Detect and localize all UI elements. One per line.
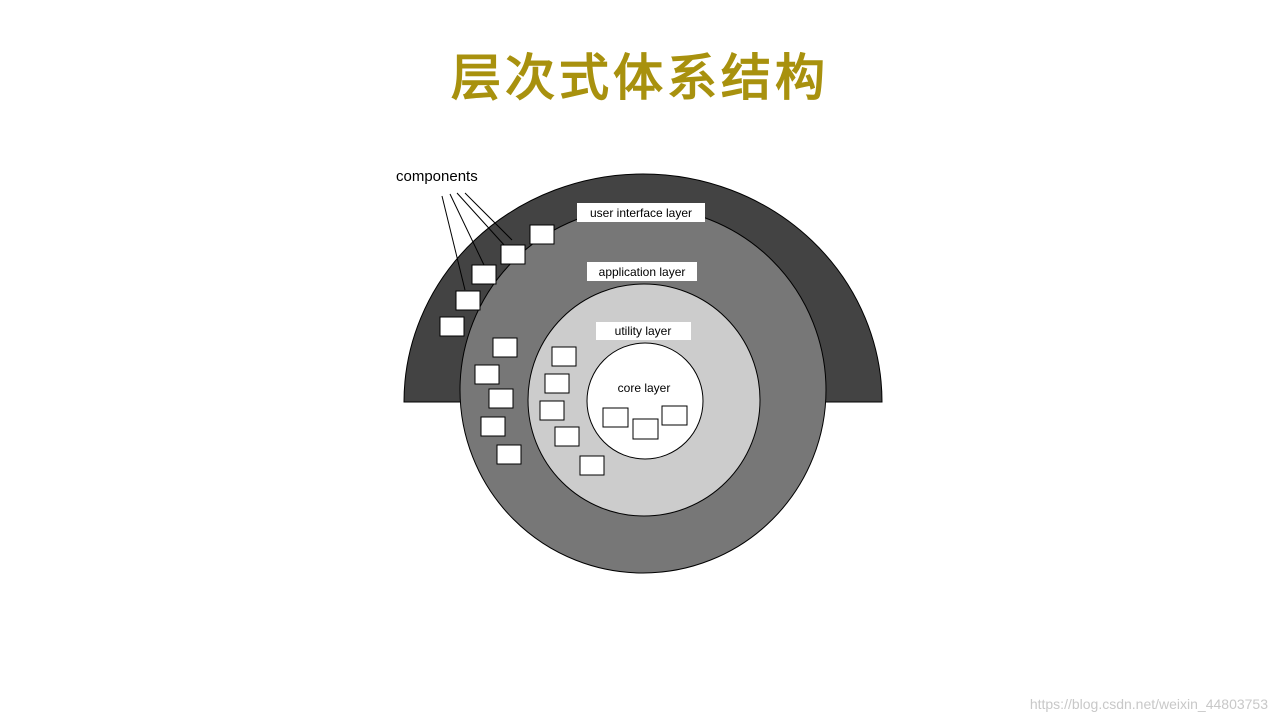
component-box xyxy=(471,264,497,285)
component-pointer-line xyxy=(441,195,466,291)
page-title: 层次式体系结构 xyxy=(451,49,829,107)
components-label: components xyxy=(396,168,478,185)
component-pointer-line xyxy=(456,192,506,247)
component-box xyxy=(474,364,500,385)
user-interface-layer-label-bg xyxy=(577,203,705,222)
component-box xyxy=(488,388,514,409)
component-pointer-line xyxy=(464,192,513,241)
component-box xyxy=(554,426,580,447)
component-box xyxy=(500,244,526,265)
utility-layer-label: utility layer xyxy=(615,324,672,338)
application-layer-label-bg xyxy=(587,262,697,281)
component-box xyxy=(496,444,522,465)
component-box xyxy=(455,290,481,311)
component-box xyxy=(551,346,577,367)
core-layer-ring xyxy=(586,342,704,460)
user-interface-layer-label: user interface layer xyxy=(590,206,692,220)
watermark: https://blog.csdn.net/weixin_44803753 xyxy=(1029,696,1268,712)
component-box xyxy=(480,416,506,437)
component-box xyxy=(661,405,688,426)
component-box xyxy=(492,337,518,358)
component-box xyxy=(544,373,570,394)
application-layer-label: application layer xyxy=(599,265,686,279)
component-box xyxy=(579,455,605,476)
component-box xyxy=(602,407,629,428)
component-box xyxy=(632,418,659,440)
component-box xyxy=(539,400,565,421)
component-box xyxy=(439,316,465,337)
utility-layer-label-bg xyxy=(596,322,691,340)
component-box xyxy=(529,224,555,245)
core-layer-label: core layer xyxy=(618,381,671,395)
component-pointer-line xyxy=(449,193,485,266)
